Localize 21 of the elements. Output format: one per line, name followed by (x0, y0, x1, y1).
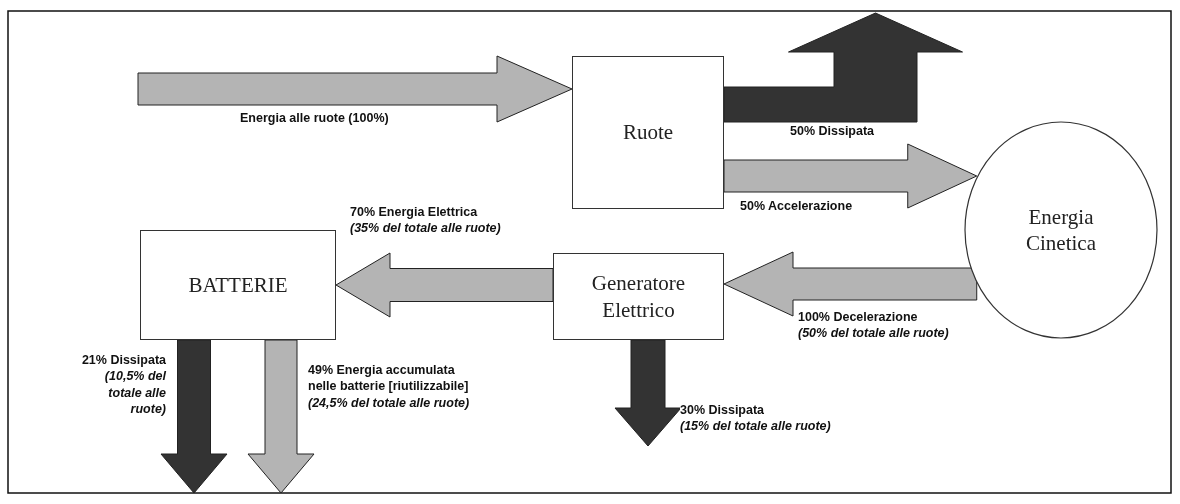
block-arrow (247, 339, 315, 494)
block-arrow (137, 55, 573, 123)
process-box (553, 253, 724, 340)
edge-label: 30% Dissipata (15% del totale alle ruote) (680, 402, 831, 435)
process-box (140, 230, 336, 340)
edge-label: 70% Energia Elettrica (35% del totale alle ruote) (350, 204, 501, 237)
node-label: Ruote (622, 119, 674, 146)
process-box (572, 56, 724, 209)
block-arrow (723, 143, 978, 209)
node-label: Generatore Elettrico (590, 270, 687, 323)
block-arrow (335, 252, 554, 318)
node-label: BATTERIE (188, 271, 288, 299)
edge-label: 100% Decelerazione (50% del totale alle ruote) (798, 309, 949, 342)
block-arrow (723, 12, 963, 123)
ellipse-node (964, 121, 1158, 339)
edge-label: 50% Dissipata (790, 123, 875, 140)
block-arrow (614, 339, 682, 447)
block-arrow (160, 339, 228, 494)
block-arrow (723, 251, 978, 317)
edge-label: Energia alle ruote (100%) (240, 110, 389, 127)
node-label: Energia Cinetica (1025, 203, 1097, 257)
